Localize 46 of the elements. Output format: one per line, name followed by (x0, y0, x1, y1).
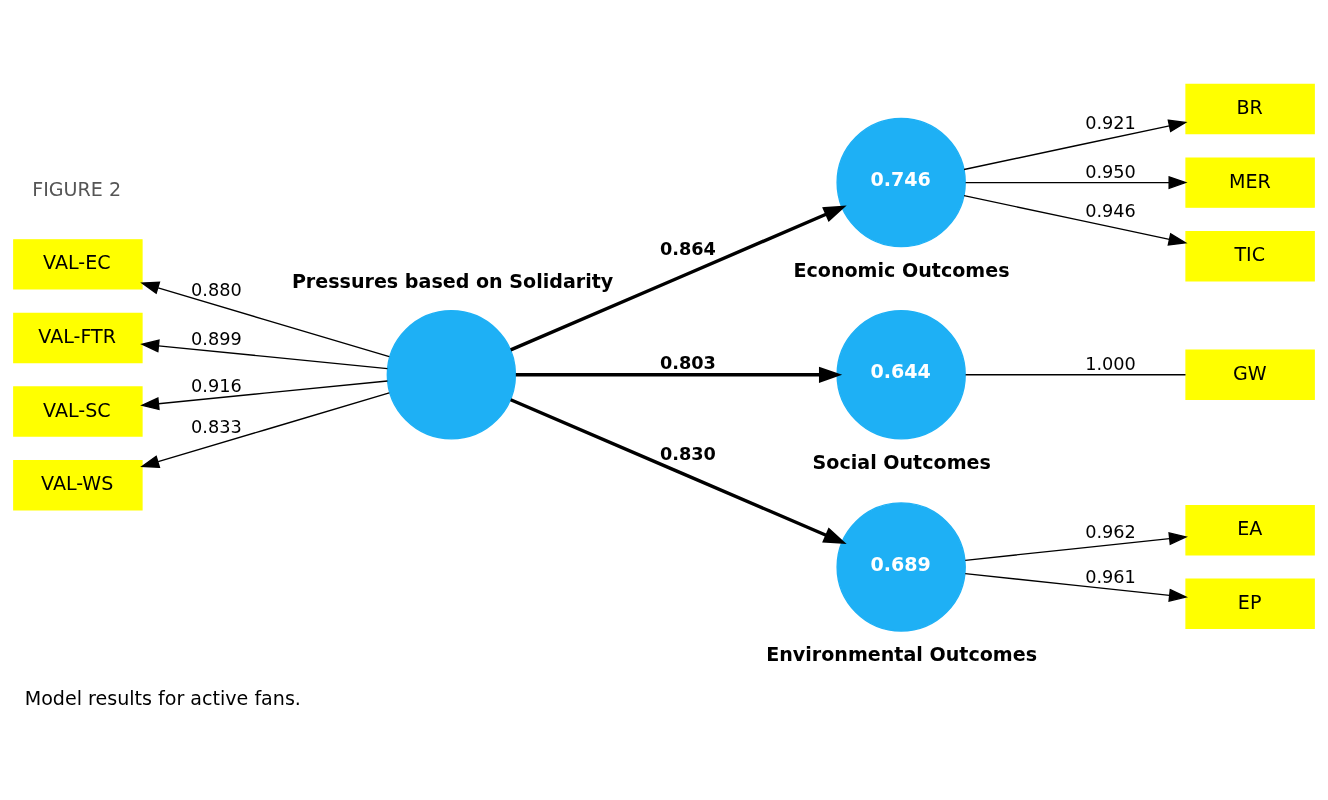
arrow (140, 380, 389, 411)
node-circle (386, 310, 517, 440)
node-box: TIC (1185, 231, 1315, 282)
node-box: VAL-FTR (13, 312, 143, 364)
arrow (140, 281, 390, 358)
arrow (510, 398, 847, 545)
arrow (964, 572, 1188, 602)
node-circle: 0.689 (836, 502, 966, 632)
node-box: VAL-EC (13, 239, 143, 290)
edge-label: 0.921 (1085, 112, 1136, 133)
edge-label: 0.803 (659, 352, 716, 373)
edge-label: 0.864 (659, 239, 716, 260)
node-box: EA (1185, 504, 1315, 556)
label: FIGURE 2 (32, 177, 122, 200)
node-label: Environmental Outcomes (766, 643, 1038, 666)
node-label: Pressures based on Solidarity (291, 269, 614, 292)
edge-label: 0.833 (191, 416, 242, 437)
arrow (963, 119, 1188, 171)
node-circle: 0.644 (836, 310, 966, 440)
edge-label: 1.000 (1085, 353, 1136, 374)
edge-label: 0.946 (1085, 201, 1136, 222)
connector (964, 374, 1187, 376)
edge-label: 0.916 (191, 375, 242, 396)
node-box: GW (1185, 349, 1315, 400)
arrow (515, 366, 843, 383)
node-box: VAL-WS (13, 460, 143, 511)
node-box: BR (1185, 83, 1315, 135)
node-label: Social Outcomes (812, 451, 991, 474)
arrow (964, 532, 1188, 561)
caption: Model results for active fans. (24, 686, 301, 709)
edge-label: 0.899 (191, 329, 242, 350)
edge-label: 0.961 (1085, 566, 1136, 587)
node-box: EP (1185, 578, 1315, 629)
node-box: VAL-SC (13, 386, 143, 437)
arrow (140, 339, 389, 370)
edge-label: 0.880 (191, 280, 242, 301)
node-box: MER (1185, 157, 1315, 208)
node-circle: 0.746 (836, 117, 966, 248)
arrow (140, 392, 390, 468)
arrow (510, 205, 847, 352)
edge-label: 0.950 (1085, 161, 1136, 182)
node-label: Economic Outcomes (793, 258, 1010, 281)
edge-label: 0.830 (659, 443, 716, 464)
arrow (964, 175, 1188, 190)
arrow (963, 195, 1188, 246)
edge-label: 0.962 (1085, 521, 1136, 542)
